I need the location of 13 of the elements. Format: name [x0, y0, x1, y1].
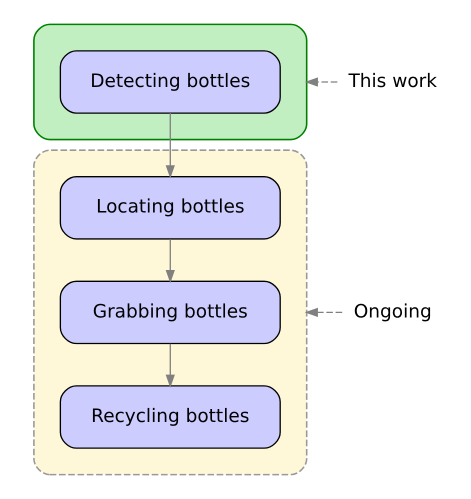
node-box: Detecting bottles [60, 50, 281, 114]
arrow [166, 344, 175, 388]
node-text: Ongoing [354, 301, 432, 322]
arrow [166, 113, 175, 178]
node-box: Locating bottles [60, 176, 281, 240]
node-box: Recycling bottles [60, 385, 281, 449]
arrow [304, 77, 338, 87]
arrow [166, 239, 175, 284]
cluster [33, 149, 308, 476]
cluster [33, 24, 308, 140]
node-text: This work [348, 70, 438, 92]
node-box: Grabbing bottles [60, 280, 281, 344]
arrow [304, 308, 342, 318]
